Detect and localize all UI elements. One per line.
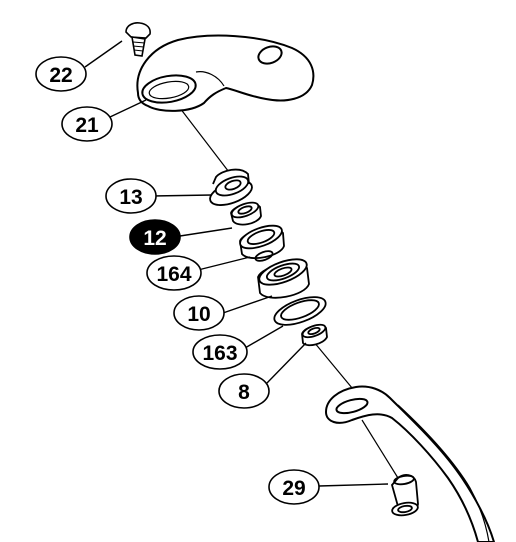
callout-13: 13	[105, 178, 157, 214]
callout-10: 10	[173, 295, 225, 331]
callout-22: 22	[35, 56, 87, 92]
callout-10-label: 10	[187, 303, 210, 326]
part-22-screw	[125, 22, 151, 57]
part-10-bearing	[257, 258, 310, 299]
callout-21-label: 21	[75, 114, 99, 137]
callout-21: 21	[61, 106, 113, 142]
part-164-flanged-collar	[239, 224, 285, 262]
part-163-shim-ring	[273, 296, 327, 326]
callout-29: 29	[268, 469, 320, 505]
part-8-small-bushing	[301, 323, 328, 347]
handle-arm	[324, 385, 496, 542]
callout-13-label: 13	[119, 186, 142, 209]
part-21-arm-cover	[136, 34, 315, 112]
callout-163: 163	[192, 334, 248, 370]
callout-29-label: 29	[282, 477, 305, 500]
callout-8-label: 8	[238, 381, 250, 404]
callout-164-label: 164	[156, 263, 191, 286]
callout-12-label: 12	[143, 227, 166, 250]
part-13-bushing	[209, 168, 253, 206]
part-12-collar	[230, 201, 262, 226]
callout-164: 164	[146, 255, 202, 291]
callout-22-label: 22	[49, 64, 72, 87]
part-29-end-pin	[391, 474, 419, 517]
callout-8: 8	[218, 373, 270, 409]
callout-163-label: 163	[202, 342, 237, 365]
callout-12-highlighted: 12	[129, 219, 181, 255]
leader-lines	[84, 40, 389, 487]
